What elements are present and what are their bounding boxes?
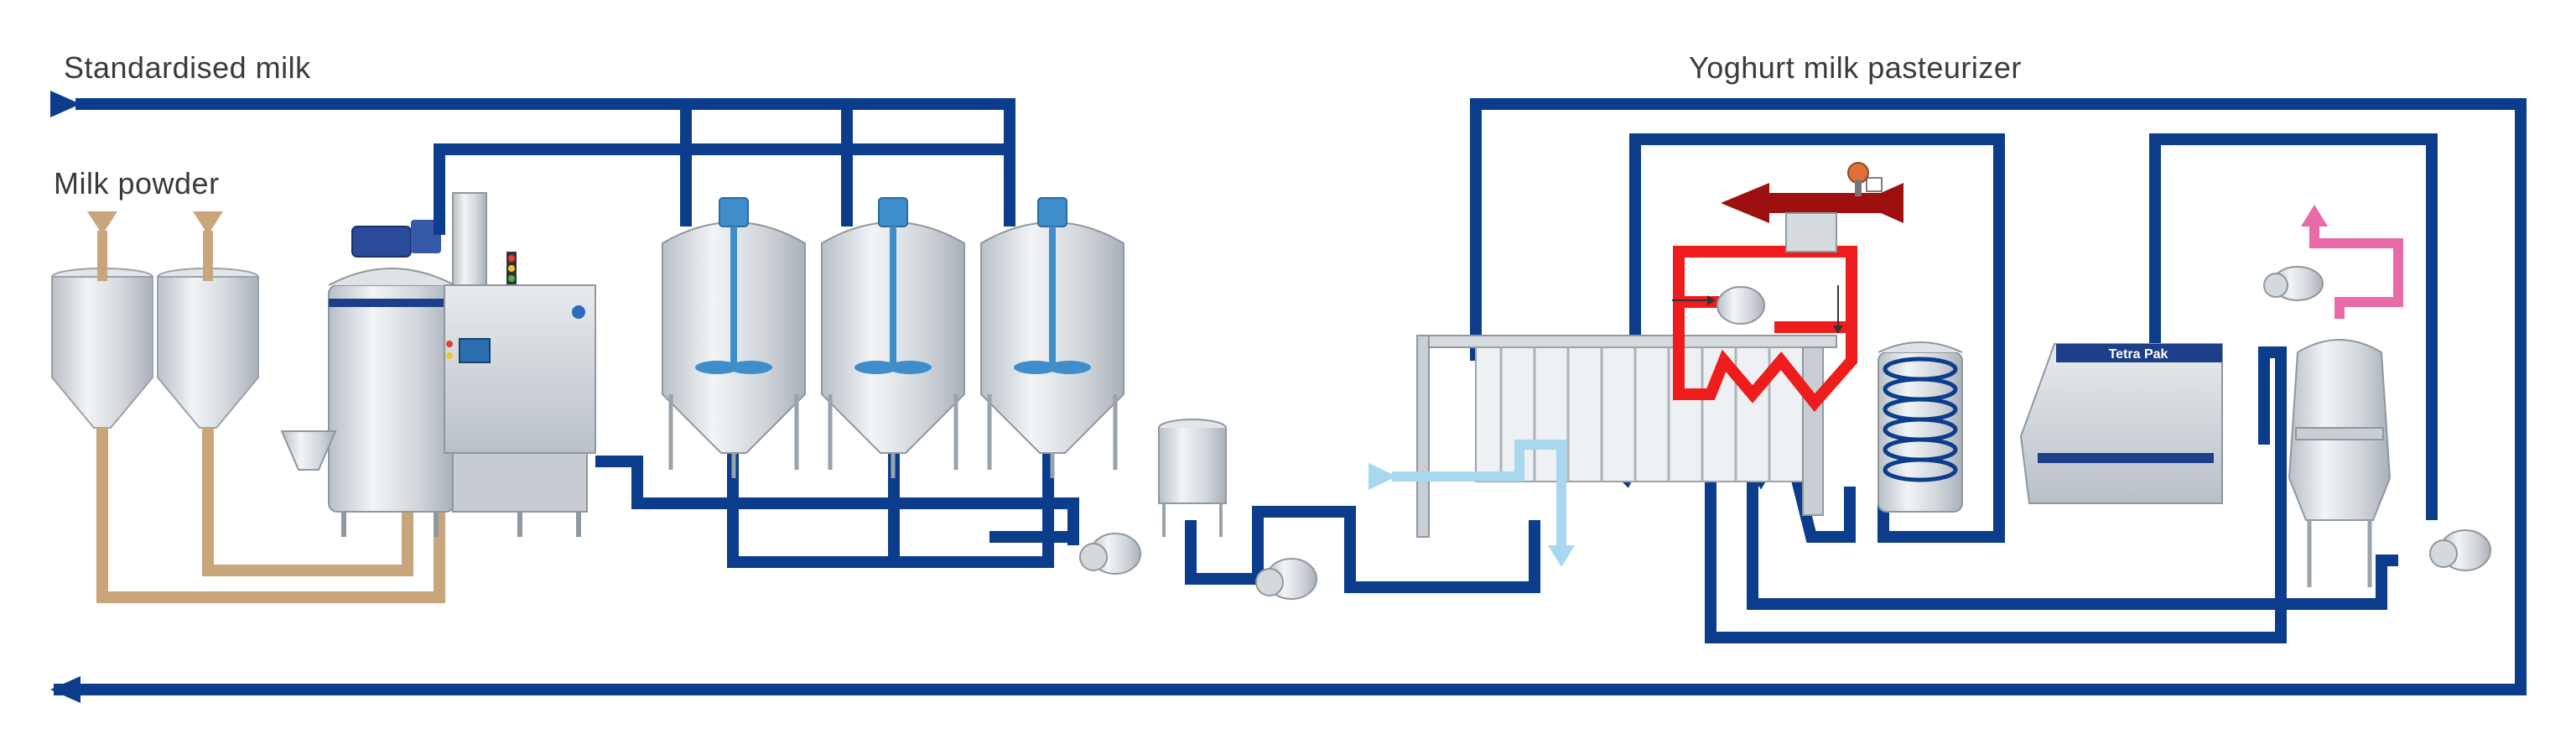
tetra-pak-logo	[2056, 344, 2222, 362]
tank-icon	[662, 197, 806, 478]
centrifugal-pump-icon	[2429, 529, 2491, 571]
centrifugal-pump-icon	[2263, 266, 2324, 301]
hopper-icon	[51, 256, 153, 429]
flow-arrow-icon	[1548, 545, 1575, 567]
mixer-icon	[280, 192, 596, 537]
flow-arrow-icon	[87, 211, 117, 235]
buffer-tank	[1158, 419, 1227, 537]
milk-powder-label: Milk powder	[54, 166, 220, 200]
tetra-pak-logo-text: Tetra Pak	[2109, 347, 2168, 362]
vent-pipe	[2309, 226, 2403, 319]
powder-pipe	[96, 428, 445, 603]
standardised-milk-label: Standardised milk	[64, 50, 311, 85]
centrifugal-pump-icon	[1255, 558, 1317, 600]
tanks	[662, 197, 1124, 478]
steam-valve-icon	[1721, 162, 1903, 253]
holding-cell-icon	[1877, 341, 1963, 513]
yoghurt-milk-pasteurizer-label: Yoghurt milk pasteurizer	[1689, 50, 2022, 85]
deaerator-icon	[2288, 339, 2392, 587]
flow-arrow-icon	[1368, 463, 1397, 490]
centrifugal-pump-icon	[1716, 286, 1765, 325]
flow-arrow-icon	[2301, 205, 2328, 226]
centrifugal-pump-icon	[1079, 533, 1141, 575]
flow-arrow-icon	[193, 211, 223, 235]
flow-arrow-icon	[50, 91, 80, 117]
plate-heat-exchanger-icon	[1416, 335, 1837, 538]
control-panel-icon: Tetra Pak	[2019, 343, 2223, 504]
tank-icon	[821, 197, 965, 478]
hopper-icon	[157, 256, 259, 429]
control-panel-icon	[444, 284, 596, 454]
tank-icon	[980, 197, 1124, 478]
flow-arrow-icon	[50, 676, 80, 703]
cooling-water-pipe	[1392, 440, 1566, 545]
powder-hoppers	[51, 211, 259, 429]
